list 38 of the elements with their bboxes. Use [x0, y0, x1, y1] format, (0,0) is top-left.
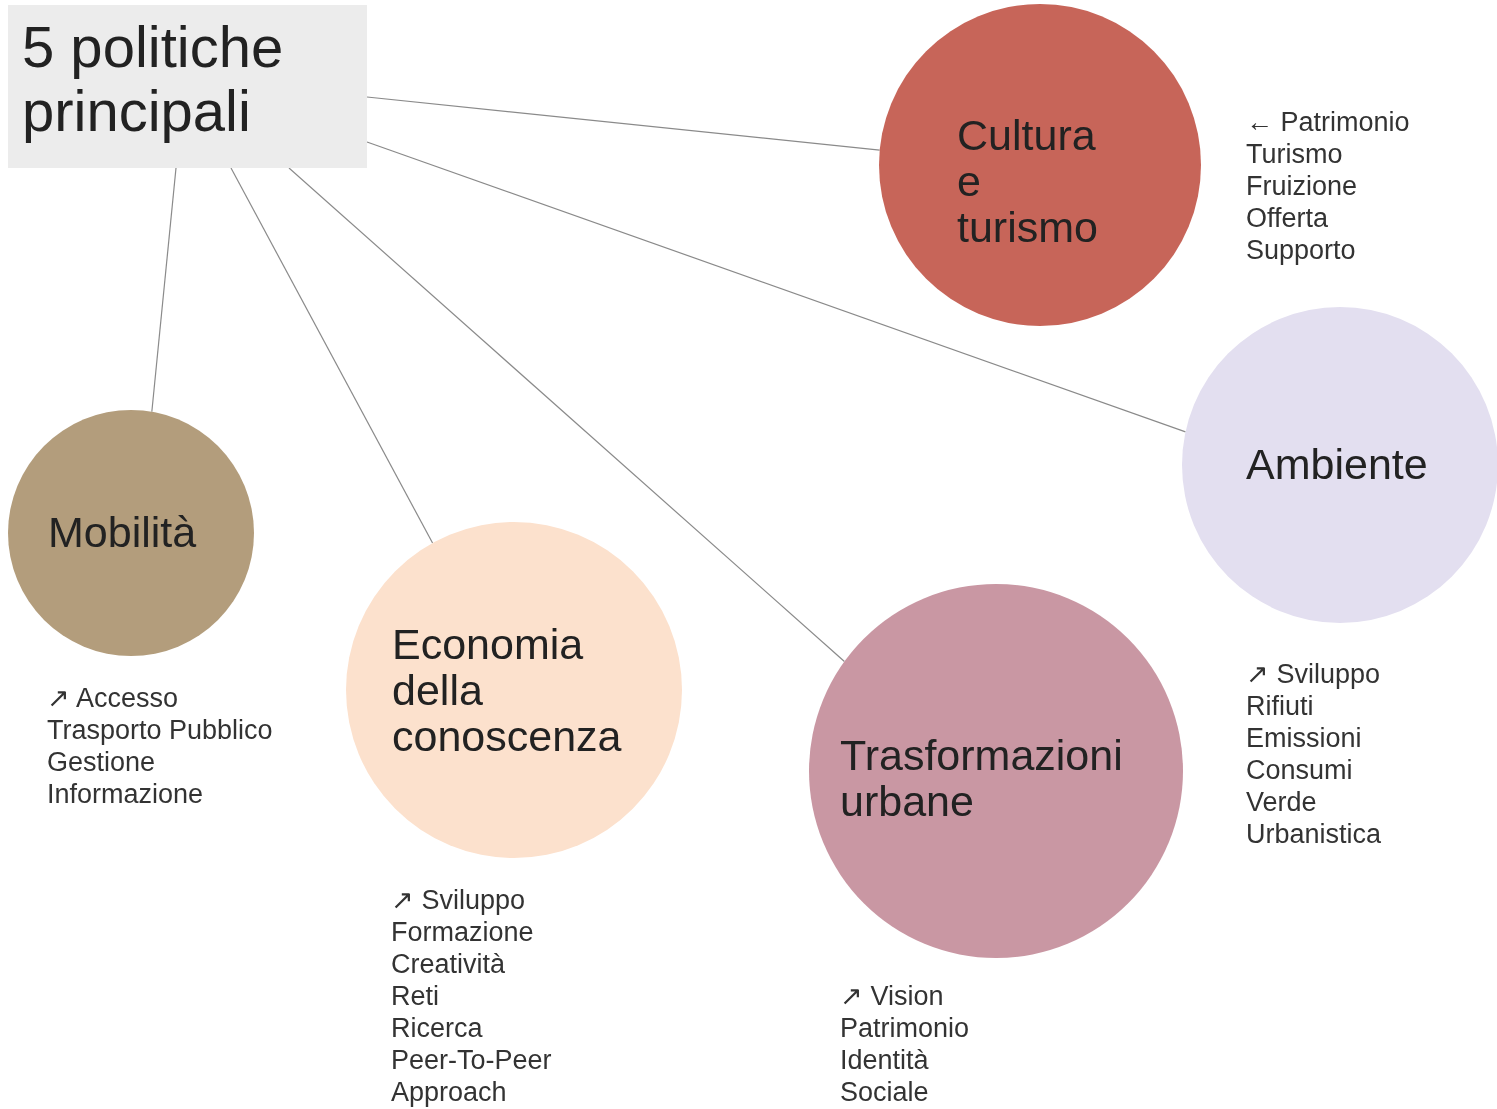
topic-title: Mobilità [48, 509, 198, 555]
topic-title: Economia della conoscenza [392, 621, 623, 759]
list-item: ↗ Vision [840, 980, 944, 1012]
list-item: ← Patrimonio [1246, 106, 1410, 138]
topic-title: Cultura e turismo [957, 112, 1099, 250]
list-item: Sociale [840, 1076, 929, 1108]
list-item: Trasporto Pubblico [47, 714, 273, 746]
list-item: Ricerca [391, 1012, 483, 1044]
list-item: Fruizione [1246, 170, 1358, 202]
list-item: Rifiuti [1246, 690, 1314, 722]
list-item: Offerta [1246, 202, 1329, 234]
list-item: Supporto [1246, 234, 1356, 266]
list-item: Verde [1246, 786, 1317, 818]
list-item: Urbanistica [1246, 818, 1382, 850]
list-item: Peer-To-Peer [391, 1044, 552, 1076]
connector-line [230, 167, 434, 544]
list-item: Consumi [1246, 754, 1353, 786]
node-label: 5 politiche principali [21, 13, 285, 145]
title-box [8, 5, 367, 168]
connector-line [366, 96, 881, 151]
topic-title: Trasformazioni urbane [840, 732, 1124, 824]
list-item: Approach [391, 1076, 507, 1108]
list-item: Informazione [47, 778, 204, 810]
list-item: Patrimonio [840, 1012, 970, 1044]
connector-line [151, 167, 177, 413]
connector-line [288, 167, 845, 663]
list-item: ↗ Sviluppo [1246, 658, 1381, 690]
topic-title: Ambiente [1246, 441, 1429, 487]
list-item: Emissioni [1246, 722, 1362, 754]
list-item: Identità [840, 1044, 929, 1076]
list-item: Formazione [391, 916, 534, 948]
list-item: Reti [391, 980, 439, 1012]
list-item: ↗ Sviluppo [391, 884, 526, 916]
list-item: Gestione [47, 746, 156, 778]
list-item: ↗ Accesso [47, 682, 179, 714]
list-item: Turismo [1246, 138, 1343, 170]
list-item: Creatività [391, 948, 506, 980]
connector-line [366, 141, 1187, 433]
